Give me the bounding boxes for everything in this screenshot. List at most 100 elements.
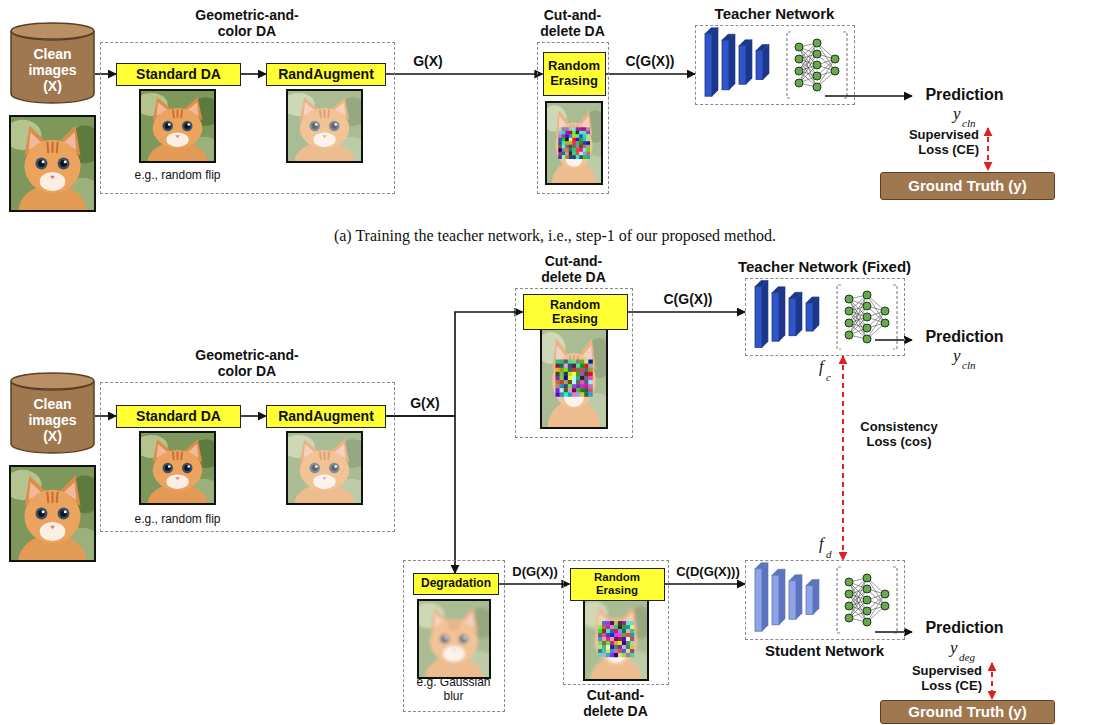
erased-noise-patch: [562, 148, 566, 152]
erased-noise-patch: [560, 392, 564, 396]
erased-noise-patch: [610, 625, 614, 629]
cat-photo: [140, 90, 215, 162]
network-illustration: [779, 569, 785, 625]
flow-arrow: [241, 73, 266, 75]
erased-noise-patch: [572, 145, 576, 149]
erased-noise-patch: [586, 155, 590, 159]
erased-noise-patch: [579, 141, 583, 145]
cat-photo: [168, 465, 171, 468]
erased-noise-patch: [622, 621, 626, 625]
erased-noise-patch: [564, 380, 568, 384]
cat-photo: [184, 123, 190, 129]
erased-noise-patch: [610, 653, 614, 657]
cat-photo: [60, 510, 67, 517]
erased-noise-patch: [598, 645, 602, 649]
erased-noise-patch: [572, 388, 576, 392]
network-illustration: [772, 293, 779, 341]
erased-noise-patch: [598, 629, 602, 633]
label-slot: Supervised Loss (CE): [898, 664, 982, 694]
photo-frame: [287, 432, 362, 504]
erased-noise-patch: [588, 360, 592, 364]
network-illustration: [787, 32, 791, 98]
erased-noise-patch: [565, 141, 569, 145]
erased-noise-patch: [580, 384, 584, 388]
edge-label-slot: Consistency Loss (cos): [851, 420, 947, 450]
output-label: Prediction: [925, 86, 1003, 104]
label-slot: deg: [959, 647, 975, 665]
math-symbol: y: [953, 346, 961, 366]
label-slot: Prediction: [912, 86, 1017, 104]
erased-noise-patch: [560, 360, 564, 364]
erased-noise-patch: [618, 621, 622, 625]
erased-noise-patch: [572, 138, 576, 142]
label-slot: Prediction: [912, 328, 1017, 346]
store-label: Clean images (X): [22, 46, 84, 94]
process-label: Standard DA: [136, 66, 221, 82]
cat-photo: [64, 510, 67, 513]
erased-noise-patch: [572, 392, 576, 396]
process-label: Random Erasing: [547, 59, 601, 89]
cat-photo: [546, 102, 602, 184]
network-illustration: [796, 575, 802, 619]
erased-noise-patch: [602, 625, 606, 629]
erased-noise-patch: [556, 388, 560, 392]
network-illustration: [863, 324, 871, 332]
erased-noise-patch: [626, 633, 630, 637]
erased-noise-patch: [572, 141, 576, 145]
network-illustration: [712, 28, 718, 96]
network-illustration: [813, 39, 821, 47]
erased-noise-patch: [586, 134, 590, 138]
edge-label: D(G(X)): [512, 565, 558, 580]
network-illustration: [843, 32, 847, 98]
cat-photo: [180, 110, 183, 117]
network-box: Teacher Network (Fixed): [745, 278, 905, 356]
erased-noise-patch: [564, 360, 568, 364]
erased-noise-patch: [569, 141, 573, 145]
flow-arrow: [386, 312, 523, 416]
cat-photo: [546, 102, 602, 184]
erased-noise-patch: [576, 152, 580, 156]
network-illustration: [722, 40, 729, 90]
network-illustration: [863, 335, 871, 343]
erased-noise-patch: [558, 127, 562, 131]
erased-noise-patch: [560, 376, 564, 380]
erased-noise-patch: [558, 152, 562, 156]
network-illustration: [881, 319, 889, 327]
cat-photo: [10, 466, 95, 561]
erased-noise-patch: [622, 645, 626, 649]
label-slot: Supervised Loss (CE): [895, 128, 979, 158]
erased-noise-patch: [556, 376, 560, 380]
cat-photo: [50, 176, 55, 179]
network-heading: Teacher Network (Fixed): [738, 258, 911, 275]
erased-noise-patch: [576, 388, 580, 392]
erased-noise-patch: [572, 372, 576, 376]
edge-label-slot: C(G(X)): [650, 290, 726, 308]
erased-noise-patch: [622, 633, 626, 637]
network-illustration: [845, 590, 853, 598]
erased-noise-patch: [569, 127, 573, 131]
cat-photo: [42, 160, 45, 163]
cat-photo: [287, 432, 362, 504]
erased-noise-patch: [560, 368, 564, 372]
label-slot: cln: [962, 355, 975, 373]
erased-noise-patch: [568, 384, 572, 388]
erased-noise-patch: [626, 649, 630, 653]
erased-noise-patch: [584, 368, 588, 372]
erased-noise-patch: [614, 645, 618, 649]
label-slot: e.g., random flip: [115, 165, 240, 183]
photo-frame: [546, 102, 602, 184]
erased-noise-patch: [576, 384, 580, 388]
erased-noise-patch: [579, 148, 583, 152]
erased-noise-patch: [626, 625, 630, 629]
erased-noise-patch: [598, 633, 602, 637]
cylinder-outline: [11, 23, 94, 39]
cat-photo: [287, 90, 362, 162]
erased-noise-patch: [586, 127, 590, 131]
degradation-group: Degradatione.g. Gaussian blur: [403, 560, 505, 712]
flow-arrow: [628, 311, 746, 313]
math-subscript: c: [826, 371, 831, 384]
math-subscript: d: [826, 548, 832, 561]
erased-noise-patch: [586, 131, 590, 135]
network-illustration: [772, 575, 779, 625]
erased-noise-patch: [618, 625, 622, 629]
